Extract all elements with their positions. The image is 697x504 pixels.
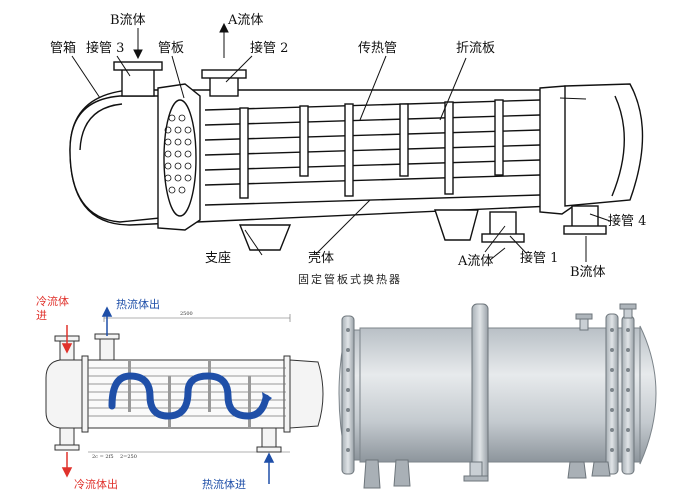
label-nozzle-1: 接管 1 [520,250,558,266]
label-header-box: 管箱 [50,40,76,56]
top-line-drawing [69,61,644,251]
dimension-bottom-2: 2=250 [120,454,137,460]
label-nozzle-2: 接管 2 [250,40,288,56]
label-tube-sheet: 管板 [158,41,184,56]
hot-flow-path [108,372,270,420]
dimension-top: 2500 [180,311,193,317]
label-nozzle-3: 接管 3 [86,40,124,56]
top-leader-lines [71,22,611,262]
label-shell: 壳体 [308,251,334,266]
label-heat-tube: 传热管 [358,41,397,56]
label-cold-in-line1: 冷流体 [36,294,69,308]
dimension-bottom-1: 2c = 2f5 [92,454,114,460]
schematic-drawing: 2500 2c = 2f5 2=250 [45,306,324,484]
label-cold-in: 冷流体 进 [36,294,73,322]
label-a-fluid-bottom: A流体 [457,254,493,269]
label-cold-in-line2: 进 [36,309,47,322]
label-baffle: 折流板 [456,41,495,56]
exchanger-photo [330,296,690,496]
label-cold-out: 冷流体出 [74,477,118,491]
tube-holes [164,114,192,194]
label-b-fluid-top: B流体 [110,13,146,28]
label-a-fluid-top: A流体 [227,13,263,28]
label-hot-in: 热流体进 [202,477,246,491]
label-support: 支座 [205,251,231,266]
label-hot-out: 热流体出 [116,297,160,311]
label-b-fluid-bottom: B流体 [570,265,606,280]
top-caption: 固定管板式换热器 [298,272,402,286]
label-nozzle-4: 接管 4 [608,213,646,229]
